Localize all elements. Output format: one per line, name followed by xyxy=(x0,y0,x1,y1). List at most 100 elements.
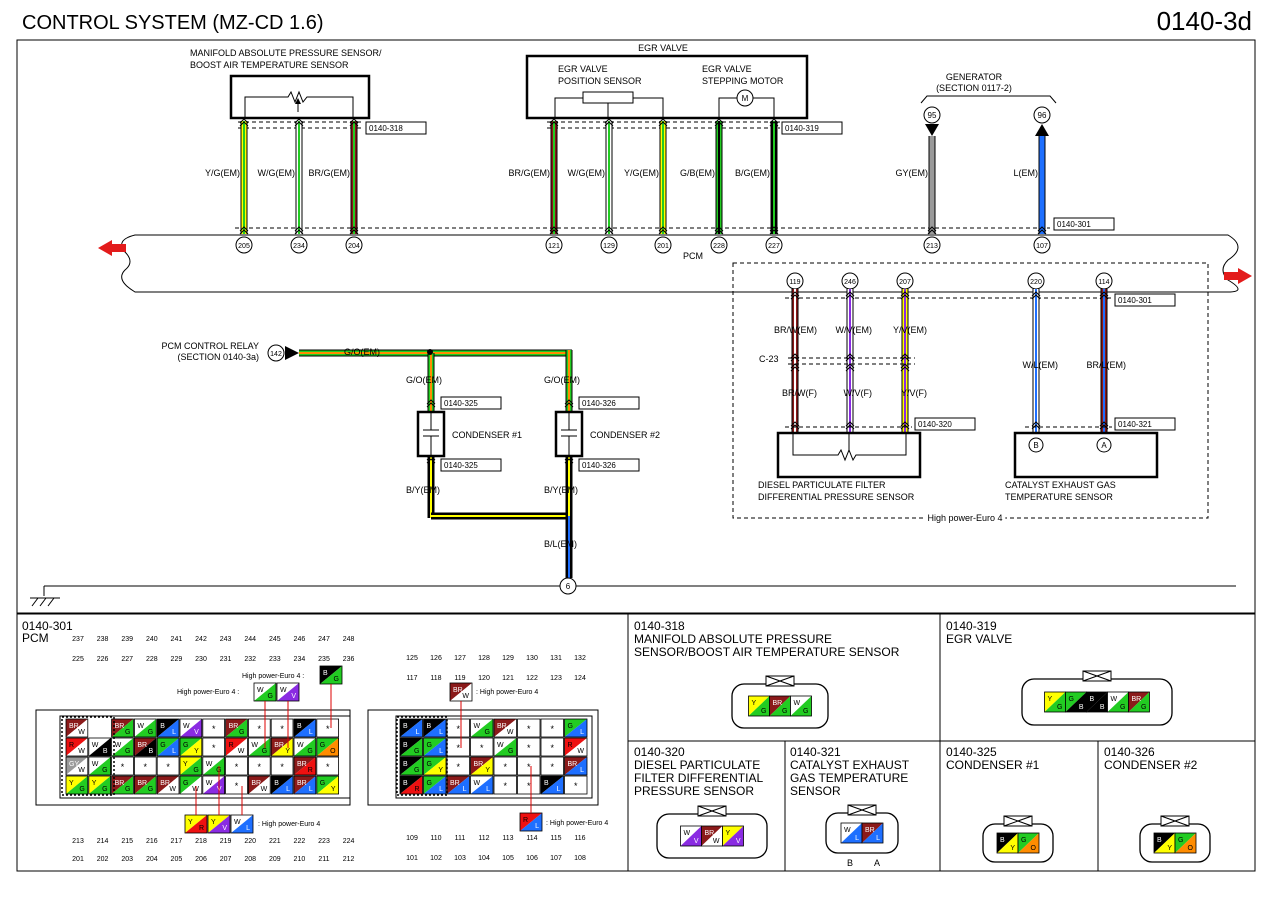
pcm-left-cell-0-11: * xyxy=(316,718,339,738)
pcm-left-cell-1-5: GY xyxy=(179,737,203,757)
condenser2-symbol xyxy=(561,412,577,456)
svg-text:107: 107 xyxy=(1036,243,1048,250)
svg-text:L: L xyxy=(439,729,443,736)
svg-text:W: W xyxy=(238,748,245,755)
relay-branch2-label: G/O(EM) xyxy=(544,375,580,385)
svg-text:119: 119 xyxy=(789,279,800,286)
pcm-left-cell-0-8: * xyxy=(247,718,271,738)
dpf-sensor-resistor xyxy=(792,433,907,462)
svg-text:G: G xyxy=(761,708,766,715)
egr-motor-symbol: M xyxy=(718,89,775,118)
svg-text:121: 121 xyxy=(502,675,514,682)
pcm-right-cell-0-5: * xyxy=(517,718,541,738)
pcm-left-cell-1-8: WG xyxy=(247,737,271,757)
svg-text:G: G xyxy=(1120,704,1125,711)
hp-cell-5: YV xyxy=(207,814,231,834)
svg-text:GY: GY xyxy=(69,761,79,768)
catalyst-terminal-a: A xyxy=(1096,437,1112,453)
svg-text:*: * xyxy=(121,762,125,772)
pcm-left-cell-2-6: WG xyxy=(202,756,226,776)
svg-text:R: R xyxy=(308,767,313,774)
panel-326-code: 0140-326 xyxy=(1104,745,1155,759)
svg-text:*: * xyxy=(280,724,284,734)
svg-text:223: 223 xyxy=(318,838,330,845)
svg-text:R: R xyxy=(568,742,573,749)
svg-text:209: 209 xyxy=(269,856,281,863)
pcm-right-cell-1-5: * xyxy=(517,737,541,757)
high-power-block xyxy=(732,262,1209,519)
pcm-right-cell-3-7: * xyxy=(564,775,588,795)
hp-cell-6: WL xyxy=(230,814,254,834)
svg-text:O: O xyxy=(330,748,336,755)
pin-201: 201 xyxy=(654,236,672,254)
svg-text:BR: BR xyxy=(137,780,147,787)
svg-text:BR: BR xyxy=(568,761,578,768)
pcm-right-cell-0-4: BRW xyxy=(493,718,517,738)
pcm-label: PCM xyxy=(683,251,703,261)
tag-0140-319: 0140-319 xyxy=(781,121,843,135)
pin-205: 205 xyxy=(235,236,253,254)
pin-129: 129 xyxy=(600,236,618,254)
svg-text:G: G xyxy=(1069,696,1074,703)
pin-204: 204 xyxy=(345,236,363,254)
pcm-left-cell-2-0: GYW xyxy=(65,756,89,776)
panel-321-code: 0140-321 xyxy=(790,745,841,759)
panel-321-name-2: GAS TEMPERATURE xyxy=(790,771,908,785)
pcm-connector-right xyxy=(367,709,599,806)
panel-326-name: CONDENSER #2 xyxy=(1104,758,1198,772)
conn-319-cell-0: YG xyxy=(1044,691,1066,713)
conn-321-cell-0: WL xyxy=(840,822,863,844)
junction-c23-label: C-23 xyxy=(759,354,779,364)
pcm-right-cell-2-6: * xyxy=(540,756,564,776)
svg-text:G: G xyxy=(148,786,153,793)
svg-text:G: G xyxy=(125,786,130,793)
svg-text:W: W xyxy=(1111,696,1118,703)
wire-upper-label-246: W/V(EM) xyxy=(836,325,873,335)
svg-text:L: L xyxy=(439,748,443,755)
svg-text:G: G xyxy=(79,786,84,793)
svg-text:202: 202 xyxy=(97,856,109,863)
pcm-left-cell-0-5: WV xyxy=(179,718,203,738)
pcm-left-cell-2-8: * xyxy=(247,756,271,776)
hp-label-2: High power-Euro 4 : xyxy=(177,689,239,696)
hp-cell-8: RL xyxy=(519,812,543,832)
svg-text:L: L xyxy=(286,786,290,793)
conn-319-cell-2: BB xyxy=(1086,691,1108,713)
pcm-right-cell-3-5: * xyxy=(517,775,541,795)
svg-text:0140-318: 0140-318 xyxy=(369,124,403,133)
wire-lower-label-246: W/V(F) xyxy=(844,388,873,398)
svg-text:L: L xyxy=(855,835,859,842)
svg-text:Y: Y xyxy=(183,761,188,768)
svg-text:234: 234 xyxy=(293,243,305,250)
svg-text:W: W xyxy=(234,819,241,826)
condenser1-symbol xyxy=(423,412,439,456)
svg-text:*: * xyxy=(527,743,531,753)
catalyst-terminal-b: B xyxy=(1028,437,1044,453)
svg-text:BR: BR xyxy=(450,780,460,787)
svg-text:G: G xyxy=(414,748,419,755)
svg-text:W: W xyxy=(78,748,85,755)
svg-text:242: 242 xyxy=(195,636,207,643)
svg-text:246: 246 xyxy=(844,279,856,286)
conn-318-cell-0: YG xyxy=(748,695,770,717)
pin-220: 220 xyxy=(1027,272,1045,290)
svg-text:220: 220 xyxy=(244,838,256,845)
page-code: 0140-3d xyxy=(1157,6,1252,36)
pcm-right-cell-1-1: GL xyxy=(423,737,447,757)
svg-text:210: 210 xyxy=(294,856,306,863)
svg-text:6: 6 xyxy=(566,582,571,591)
catalyst-sensor-label-1: CATALYST EXHAUST GAS xyxy=(1005,480,1116,490)
svg-text:*: * xyxy=(258,724,262,734)
svg-text:W: W xyxy=(261,786,268,793)
relay-wires xyxy=(299,349,574,578)
svg-text:O: O xyxy=(1188,845,1194,852)
svg-text:119: 119 xyxy=(454,675,465,682)
svg-text:Y: Y xyxy=(69,780,74,787)
svg-text:W: W xyxy=(137,723,144,730)
svg-text:234: 234 xyxy=(294,656,306,663)
svg-text:G: G xyxy=(239,729,244,736)
svg-text:Y: Y xyxy=(194,748,199,755)
svg-text:R: R xyxy=(414,786,419,793)
